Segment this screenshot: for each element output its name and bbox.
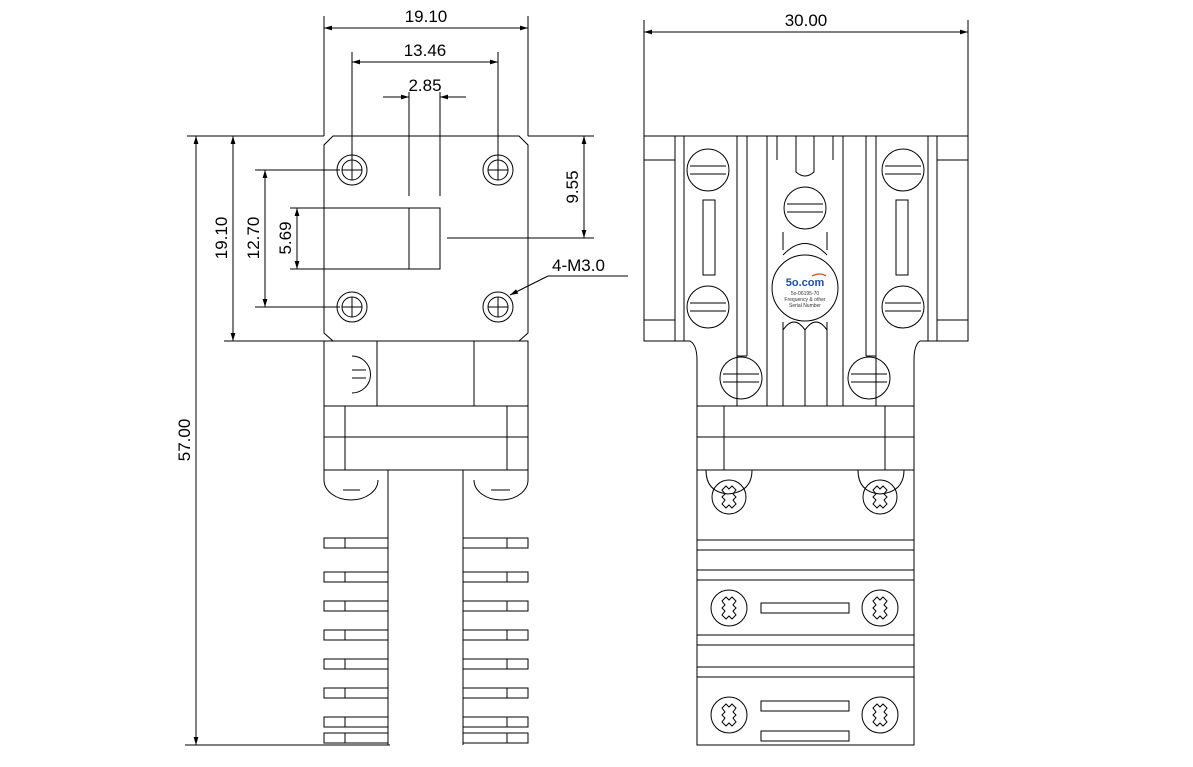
fin-right: [462, 571, 529, 583]
fin-left: [323, 716, 389, 728]
screw-slot-icon: [686, 285, 730, 329]
front-clamp: [323, 405, 529, 501]
dim-hole-vertical: 12.70: [244, 217, 263, 260]
dim-slot-offset: 9.55: [563, 170, 582, 203]
hole-bottom-left: [336, 291, 368, 323]
screw-phillips-icon: [711, 479, 747, 515]
fin-right: [462, 537, 529, 549]
fin-right: [462, 687, 529, 699]
fin-left: [323, 687, 389, 699]
side-screws: [686, 148, 925, 400]
mounting-holes: [336, 154, 514, 323]
screw-slot-icon: [881, 285, 925, 329]
front-body: [323, 340, 529, 407]
screw-phillips-icon: [710, 589, 748, 627]
fin-left: [323, 658, 389, 670]
callout-thread: 4-M3.0: [552, 256, 605, 275]
fin-right: [462, 732, 529, 744]
screw-slot-icon: [847, 356, 891, 400]
side-flange: [643, 135, 969, 407]
label-line-2: Frequency & other: [784, 297, 825, 303]
heat-sink: [323, 470, 529, 745]
screw-phillips-icon: [861, 589, 899, 627]
side-slots: [702, 136, 909, 406]
fin-right: [462, 716, 529, 728]
screw-slot-icon: [783, 186, 827, 230]
screw-slot-icon: [881, 148, 925, 192]
fin-left: [323, 571, 389, 583]
dim-slot-height: 5.69: [276, 221, 295, 254]
screw-slot-icon: [686, 148, 730, 192]
waveguide-slot: [408, 207, 441, 270]
side-view: [643, 135, 969, 746]
fin-right: [462, 600, 529, 612]
fin-right: [462, 658, 529, 670]
fin-left: [323, 537, 389, 549]
screw-phillips-icon: [710, 696, 748, 734]
dim-overall-length: 57.00: [175, 419, 194, 462]
front-view: [323, 135, 529, 745]
fin-left: [323, 629, 389, 641]
hole-bottom-right: [482, 291, 514, 323]
dimension-labels: 19.10 13.46 2.85 57.00 19.10 12.70 5.69 …: [175, 7, 827, 461]
screw-phillips-icon: [861, 696, 899, 734]
side-lower-body: [696, 405, 915, 746]
screw-slot-icon: [719, 356, 763, 400]
side-phillips-screws: [710, 479, 899, 734]
dim-overall-width: 19.10: [405, 7, 448, 26]
fin-left: [323, 732, 389, 744]
brand-swoosh: [811, 273, 827, 277]
screw-phillips-icon: [862, 479, 898, 515]
side-dimensions: [643, 20, 969, 136]
front-dimensions: [185, 16, 628, 746]
dim-slot-width: 2.85: [408, 76, 441, 95]
fin-right: [462, 629, 529, 641]
label-text: 5o.com 5o-06195-70 Frequency & other Ser…: [784, 273, 827, 309]
dim-flange-height: 19.10: [212, 217, 231, 260]
label-line-3: Serial Number: [789, 303, 821, 309]
dim-hole-spacing: 13.46: [404, 41, 447, 60]
label-line-1: 5o-06195-70: [791, 291, 820, 297]
fin-left: [323, 600, 389, 612]
dim-side-width: 30.00: [785, 11, 828, 30]
product-label: [771, 254, 839, 322]
brand-logo: 5o.com: [786, 277, 825, 289]
